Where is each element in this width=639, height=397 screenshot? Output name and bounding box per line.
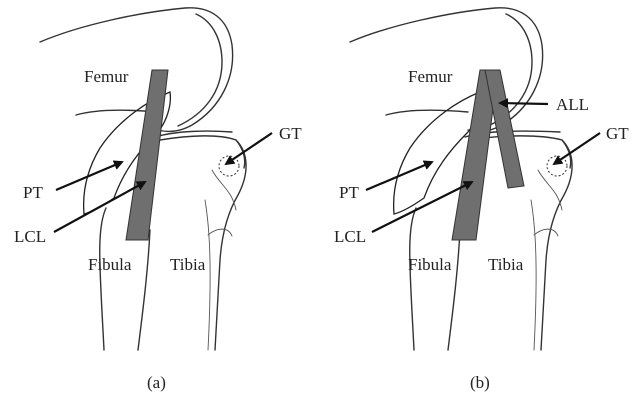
all-label-b: ALL bbox=[556, 95, 589, 114]
tibia-fibula-b bbox=[410, 136, 572, 350]
fibula-label-b: Fibula bbox=[408, 255, 452, 274]
tibia-label-b: Tibia bbox=[488, 255, 524, 274]
pt-label-b: PT bbox=[339, 183, 359, 202]
lcl-ligament-a bbox=[126, 70, 168, 240]
femur-label-a: Femur bbox=[84, 67, 129, 86]
fibula-label-a: Fibula bbox=[88, 255, 132, 274]
tibia-label-a: Tibia bbox=[170, 255, 206, 274]
femur-outline-a bbox=[40, 8, 233, 137]
caption-b: (b) bbox=[470, 373, 490, 392]
arrow-pt-a bbox=[56, 162, 122, 190]
pt-label-a: PT bbox=[23, 183, 43, 202]
caption-a: (a) bbox=[147, 373, 166, 392]
femur-label-b: Femur bbox=[408, 67, 453, 86]
arrow-gt-b bbox=[554, 133, 600, 164]
lcl-label-a: LCL bbox=[14, 227, 46, 246]
arrow-all-b bbox=[500, 103, 548, 104]
gt-label-b: GT bbox=[606, 124, 629, 143]
panel-b: Femur ALL GT PT LCL Fibula Tibia (b) bbox=[334, 8, 629, 392]
femur-outline-b bbox=[350, 8, 560, 137]
tibia-fibula-a bbox=[100, 136, 246, 350]
arrow-pt-b bbox=[366, 162, 432, 190]
gerdy-tubercle-b bbox=[547, 156, 567, 176]
gt-label-a: GT bbox=[279, 124, 302, 143]
panel-a: Femur GT PT LCL Fibula Tibia (a) bbox=[14, 8, 302, 392]
arrow-gt-a bbox=[226, 133, 272, 164]
lcl-label-b: LCL bbox=[334, 227, 366, 246]
gerdy-tubercle-a bbox=[219, 156, 239, 176]
